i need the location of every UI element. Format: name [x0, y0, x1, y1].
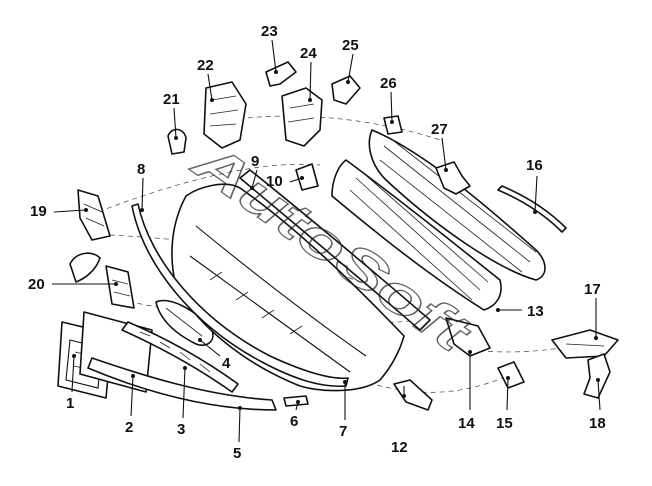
leader-lines — [52, 39, 601, 443]
part-guide — [497, 361, 525, 389]
callout-26: 26 — [380, 75, 397, 92]
callout-27: 27 — [431, 121, 448, 138]
callout-6: 6 — [290, 413, 298, 430]
callout-15: 15 — [496, 415, 513, 432]
callout-numbers: 1 2 3 4 5 6 7 8 9 10 12 13 14 15 16 17 1… — [28, 23, 606, 462]
callout-3: 3 — [177, 421, 185, 438]
part-headlamp-bracket — [265, 61, 297, 87]
callout-20: 20 — [28, 276, 45, 293]
callout-16: 16 — [526, 157, 543, 174]
callout-25: 25 — [342, 37, 359, 54]
part-support — [551, 329, 619, 359]
part-trim-strip — [131, 203, 349, 388]
callout-21: 21 — [163, 91, 180, 108]
part-lower-grille-strip — [121, 321, 239, 393]
part-small-bracket — [393, 379, 433, 411]
part-side-bracket-right — [445, 317, 491, 357]
part-headlamp-housing — [203, 81, 247, 149]
callout-17: 17 — [584, 281, 601, 298]
part-lower-spoiler-lip — [87, 357, 277, 411]
callout-2: 2 — [125, 419, 133, 436]
part-reinforcement — [239, 163, 431, 331]
callout-24: 24 — [300, 45, 317, 62]
callout-1: 1 — [66, 395, 74, 412]
callout-4: 4 — [222, 355, 231, 372]
part-small-mount — [331, 75, 361, 105]
part-corner-piece — [69, 252, 101, 283]
callout-5: 5 — [233, 445, 241, 462]
callout-23: 23 — [261, 23, 278, 40]
callout-9: 9 — [251, 153, 259, 170]
part-clip — [283, 395, 309, 407]
part-retainer — [583, 353, 611, 399]
part-side-bracket-left — [77, 189, 111, 241]
part-mounting-bracket — [105, 265, 135, 309]
callout-7: 7 — [339, 423, 347, 440]
callout-13: 13 — [527, 303, 544, 320]
callout-8: 8 — [137, 161, 145, 178]
callout-12: 12 — [391, 439, 408, 456]
part-lamp-unit — [281, 87, 323, 147]
callout-10: 10 — [266, 173, 283, 190]
callout-19: 19 — [30, 203, 47, 220]
callout-14: 14 — [458, 415, 475, 432]
part-clip-upper — [167, 128, 187, 155]
callout-18: 18 — [589, 415, 606, 432]
part-fog-lamp-cover — [155, 299, 214, 346]
callout-22: 22 — [197, 57, 214, 74]
part-molding-strip — [497, 185, 567, 233]
part-grille-frame — [331, 159, 502, 311]
